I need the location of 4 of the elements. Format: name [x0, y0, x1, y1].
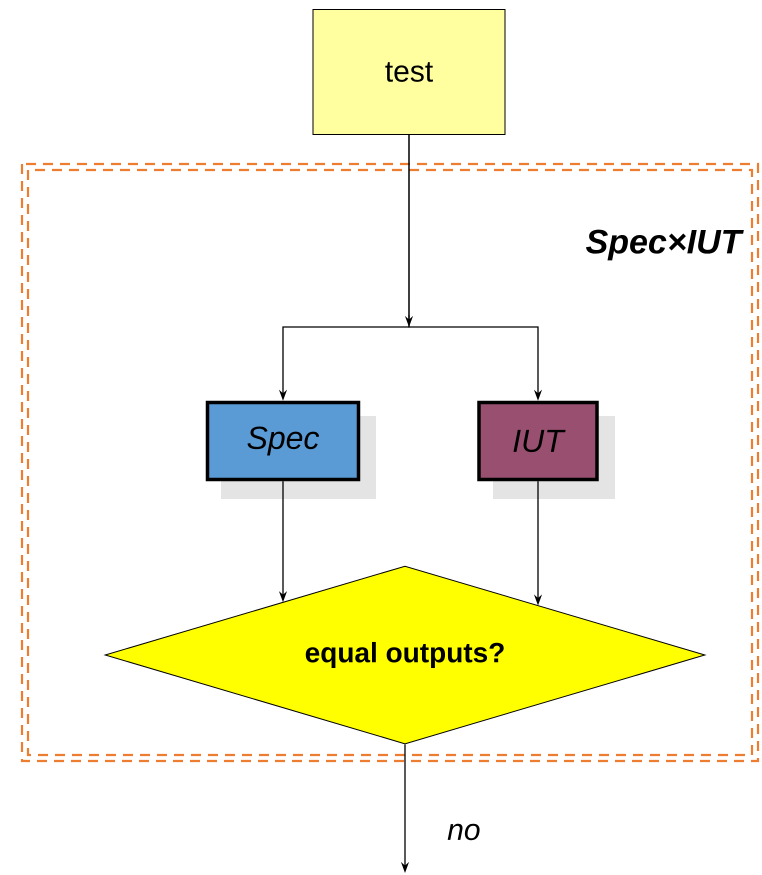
edge-label: no: [445, 822, 483, 842]
process-box: IUT: [477, 400, 615, 499]
process-box: Spec: [206, 400, 376, 499]
process-box: test: [312, 9, 506, 135]
